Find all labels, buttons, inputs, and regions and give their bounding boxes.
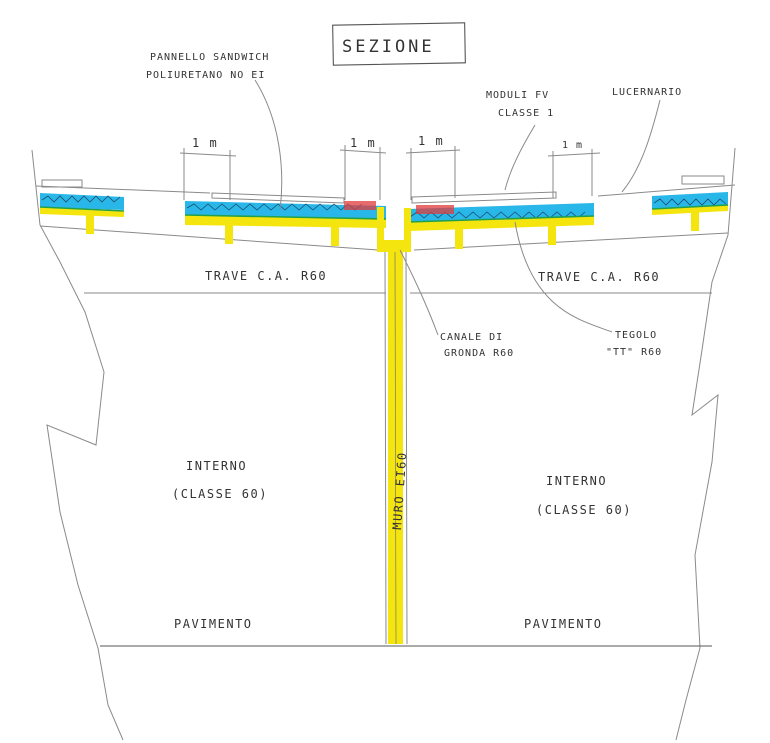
concrete-slab bbox=[40, 207, 124, 217]
roof-bottom-left bbox=[39, 225, 379, 251]
skylight-sketch-right bbox=[681, 175, 725, 185]
gutter-channel bbox=[377, 207, 411, 252]
roof-top-right bbox=[597, 184, 736, 197]
roof-bottom-right bbox=[413, 232, 729, 251]
pv-modules-right bbox=[411, 191, 557, 204]
leader-gutter bbox=[399, 249, 439, 336]
dim-line bbox=[547, 152, 601, 157]
dim-label-4: 1 m bbox=[562, 140, 583, 151]
fire-strip-left bbox=[344, 201, 376, 210]
skylight-label: LUCERNARIO bbox=[612, 87, 682, 98]
wall-edge-left bbox=[384, 251, 387, 645]
gutter-label-line2: GRONDA R60 bbox=[444, 348, 514, 359]
pv-label-line1: MODULI FV bbox=[486, 90, 549, 101]
dim-label-2: 1 m bbox=[350, 136, 376, 150]
dim-label-3: 1 m bbox=[418, 134, 444, 148]
concrete-rib bbox=[548, 225, 556, 245]
outline-right bbox=[675, 147, 736, 741]
dim-label-1: 1 m bbox=[192, 136, 218, 150]
annotations: PANNELLO SANDWICH POLIURETANO NO EI MODU… bbox=[146, 52, 682, 631]
concrete-rib bbox=[455, 229, 463, 249]
roof-segment-right-main bbox=[407, 191, 595, 249]
pv-modules-left bbox=[211, 192, 345, 204]
roof-segment-left-main bbox=[184, 192, 387, 246]
sandwich-zigzag bbox=[41, 195, 121, 203]
roof-segment-left-outer bbox=[39, 179, 125, 234]
membrane bbox=[407, 215, 595, 223]
tile-label-line2: "TT" R60 bbox=[606, 347, 662, 358]
panel-label-line1: PANNELLO SANDWICH bbox=[150, 52, 269, 63]
title-box: SEZIONE bbox=[332, 22, 466, 66]
building-outline bbox=[31, 147, 736, 741]
concrete-rib bbox=[86, 214, 94, 234]
skylight-sketch-left bbox=[41, 179, 83, 188]
beam-label-right: TRAVE C.A. R60 bbox=[538, 270, 660, 284]
title-text: SEZIONE bbox=[342, 37, 435, 57]
interior-left-line1: INTERNO bbox=[186, 459, 247, 473]
leader-skylight bbox=[621, 99, 661, 193]
wall-centerline bbox=[394, 251, 397, 645]
floor-label-left: PAVIMENTO bbox=[174, 617, 253, 631]
interior-right-line1: INTERNO bbox=[546, 474, 607, 488]
sandwich-zigzag bbox=[409, 211, 586, 219]
dim-line bbox=[339, 149, 387, 154]
leader-pv bbox=[504, 124, 536, 191]
concrete-rib bbox=[331, 227, 339, 246]
panel-label-line2: POLIURETANO NO EI bbox=[146, 70, 265, 81]
leader-lines bbox=[254, 79, 661, 336]
leader-tile bbox=[514, 221, 613, 333]
concrete-rib bbox=[225, 225, 233, 244]
dimension-markers: 1 m 1 m 1 m 1 m bbox=[179, 134, 601, 200]
gutter-label-line1: CANALE DI bbox=[440, 332, 503, 343]
interior-left-line2: (CLASSE 60) bbox=[172, 487, 268, 501]
fire-strip-right bbox=[416, 205, 454, 214]
wall-edge-right bbox=[405, 251, 408, 645]
tile-label-line1: TEGOLO bbox=[615, 330, 657, 341]
dim-line bbox=[405, 149, 461, 154]
sandwich-zigzag bbox=[186, 203, 363, 211]
concrete-slab bbox=[408, 216, 594, 231]
floor-label-right: PAVIMENTO bbox=[524, 617, 603, 631]
dim-line bbox=[179, 152, 237, 157]
outline-left bbox=[31, 149, 124, 741]
leader-panel bbox=[254, 79, 283, 211]
insulation-layer bbox=[652, 192, 728, 209]
concrete-rib bbox=[691, 211, 699, 231]
pv-label-line2: CLASSE 1 bbox=[498, 108, 554, 119]
gutter-and-wall bbox=[377, 207, 411, 645]
roof-segment-right-outer bbox=[651, 175, 729, 231]
membrane bbox=[184, 214, 387, 220]
wall-label: MURO EI60 bbox=[390, 451, 409, 530]
membrane bbox=[39, 206, 125, 212]
beam-label-left: TRAVE C.A. R60 bbox=[205, 269, 327, 283]
concrete-slab bbox=[652, 205, 728, 215]
interior-right-line2: (CLASSE 60) bbox=[536, 503, 632, 517]
membrane bbox=[651, 204, 729, 210]
